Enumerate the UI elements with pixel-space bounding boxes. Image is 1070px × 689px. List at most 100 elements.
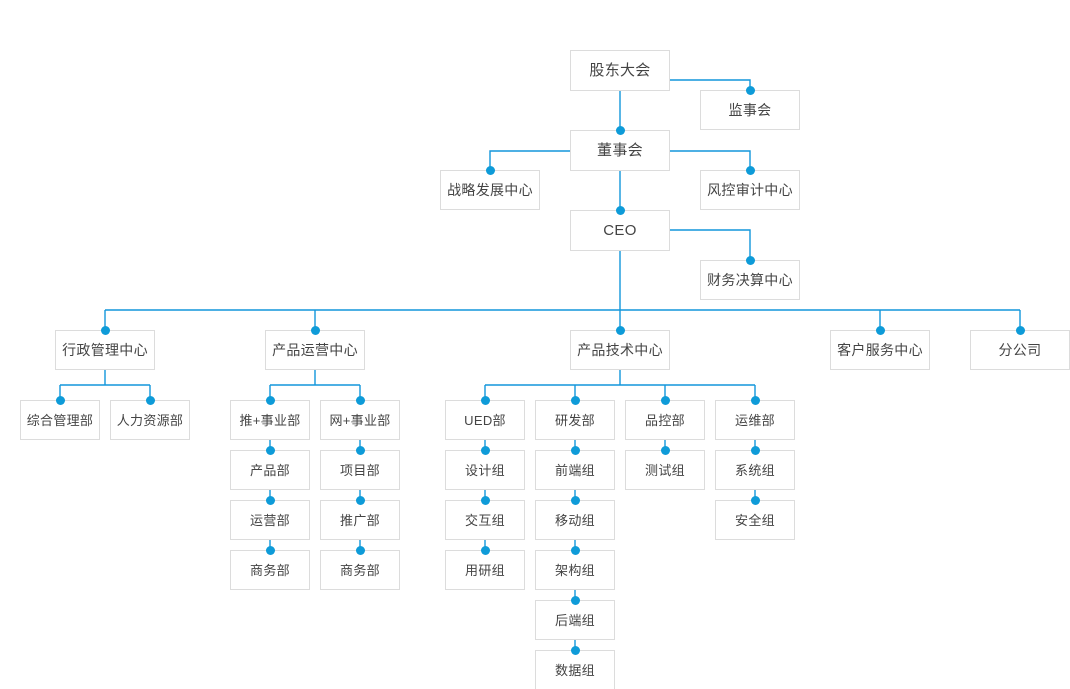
org-node-rd-1[interactable]: 研发部 — [535, 400, 615, 440]
node-connector-dot-board — [615, 125, 625, 135]
org-node-finance[interactable]: 财务决算中心 — [700, 260, 800, 300]
org-node-ceo[interactable]: CEO — [570, 210, 670, 251]
org-node-ops2-1[interactable]: 运维部 — [715, 400, 795, 440]
org-node-ops-b4[interactable]: 商务部 — [320, 550, 400, 590]
org-node-label: 设计组 — [465, 462, 505, 478]
node-connector-dot-riskaudit — [745, 165, 755, 175]
connector-board-to-strategy — [489, 150, 570, 170]
org-node-qa-2[interactable]: 测试组 — [625, 450, 705, 490]
org-node-ued-1[interactable]: UED部 — [445, 400, 525, 440]
org-node-board[interactable]: 董事会 — [570, 130, 670, 171]
org-node-rd-4[interactable]: 架构组 — [535, 550, 615, 590]
org-node-rd-6[interactable]: 数据组 — [535, 650, 615, 689]
org-node-label: 财务决算中心 — [707, 272, 793, 288]
connector-ceo-to-finance — [670, 229, 751, 260]
node-connector-dot-branch — [1015, 325, 1025, 335]
org-node-ued-4[interactable]: 用研组 — [445, 550, 525, 590]
node-connector-dot-ued-1 — [480, 395, 490, 405]
org-node-admin-1[interactable]: 综合管理部 — [20, 400, 100, 440]
org-node-strategy[interactable]: 战略发展中心 — [440, 170, 540, 210]
org-node-ops-b3[interactable]: 推广部 — [320, 500, 400, 540]
org-node-label: 项目部 — [340, 462, 380, 478]
node-connector-dot-qa-1 — [660, 395, 670, 405]
node-connector-dot-ops-b2 — [355, 445, 365, 455]
org-node-supervisory[interactable]: 监事会 — [700, 90, 800, 130]
connector-admin-to-admin-kids — [59, 370, 151, 400]
org-node-label: 后端组 — [555, 612, 595, 628]
node-connector-dot-ops-a4 — [265, 545, 275, 555]
org-node-label: 产品技术中心 — [577, 342, 663, 358]
node-connector-dot-ops2-1 — [750, 395, 760, 405]
node-connector-dot-admin — [100, 325, 110, 335]
org-node-rd-2[interactable]: 前端组 — [535, 450, 615, 490]
org-node-ops2-3[interactable]: 安全组 — [715, 500, 795, 540]
node-connector-dot-ops-b1 — [355, 395, 365, 405]
node-connector-dot-rd-6 — [570, 645, 580, 655]
node-connector-dot-ops-b4 — [355, 545, 365, 555]
org-node-qa-1[interactable]: 品控部 — [625, 400, 705, 440]
org-node-rd-3[interactable]: 移动组 — [535, 500, 615, 540]
node-connector-dot-custserv — [875, 325, 885, 335]
org-node-label: 分公司 — [998, 342, 1042, 358]
org-node-label: 推+事业部 — [239, 412, 301, 428]
node-connector-dot-supervisory — [745, 85, 755, 95]
org-node-label: 股东大会 — [589, 62, 651, 79]
org-node-ops-a1[interactable]: 推+事业部 — [230, 400, 310, 440]
node-connector-dot-rd-3 — [570, 495, 580, 505]
org-node-label: 战略发展中心 — [447, 182, 533, 198]
org-node-label: 用研组 — [465, 562, 505, 578]
node-connector-dot-rd-2 — [570, 445, 580, 455]
connector-prodops-to-ops-kids — [269, 370, 361, 400]
node-connector-dot-ops-a3 — [265, 495, 275, 505]
node-connector-dot-ops-a1 — [265, 395, 275, 405]
org-node-label: 综合管理部 — [26, 412, 94, 428]
org-node-label: 商务部 — [340, 562, 380, 578]
node-connector-dot-ued-2 — [480, 445, 490, 455]
node-connector-dot-ops-a2 — [265, 445, 275, 455]
node-connector-dot-admin-1 — [55, 395, 65, 405]
org-node-branch[interactable]: 分公司 — [970, 330, 1070, 370]
org-node-ops-a3[interactable]: 运营部 — [230, 500, 310, 540]
org-node-label: 交互组 — [465, 512, 505, 528]
org-node-ops-a4[interactable]: 商务部 — [230, 550, 310, 590]
org-node-label: 风控审计中心 — [707, 182, 793, 198]
node-connector-dot-ceo — [615, 205, 625, 215]
org-node-label: 移动组 — [555, 512, 595, 528]
org-node-label: UED部 — [464, 412, 506, 428]
org-node-label: 人力资源部 — [116, 412, 184, 428]
org-node-label: 品控部 — [645, 412, 685, 428]
node-connector-dot-prodtech — [615, 325, 625, 335]
org-node-ued-3[interactable]: 交互组 — [445, 500, 525, 540]
node-connector-dot-finance — [745, 255, 755, 265]
org-node-prodops[interactable]: 产品运营中心 — [265, 330, 365, 370]
org-node-ops-a2[interactable]: 产品部 — [230, 450, 310, 490]
org-node-label: 运营部 — [250, 512, 290, 528]
connector-shareholders-to-supervisory — [670, 79, 751, 90]
node-connector-dot-ops2-3 — [750, 495, 760, 505]
org-node-ops2-2[interactable]: 系统组 — [715, 450, 795, 490]
org-node-riskaudit[interactable]: 风控审计中心 — [700, 170, 800, 210]
org-node-ops-b2[interactable]: 项目部 — [320, 450, 400, 490]
connector-board-to-riskaudit — [670, 150, 751, 170]
node-connector-dot-ops-b3 — [355, 495, 365, 505]
org-node-label: 商务部 — [250, 562, 290, 578]
node-connector-dot-rd-5 — [570, 595, 580, 605]
org-node-label: 推广部 — [340, 512, 380, 528]
node-connector-dot-qa-2 — [660, 445, 670, 455]
org-node-label: 系统组 — [735, 462, 775, 478]
node-connector-dot-prodops — [310, 325, 320, 335]
org-node-admin[interactable]: 行政管理中心 — [55, 330, 155, 370]
node-connector-dot-ued-4 — [480, 545, 490, 555]
org-node-label: 行政管理中心 — [62, 342, 148, 358]
org-node-custserv[interactable]: 客户服务中心 — [830, 330, 930, 370]
org-node-label: 网+事业部 — [329, 412, 391, 428]
org-node-ued-2[interactable]: 设计组 — [445, 450, 525, 490]
org-node-rd-5[interactable]: 后端组 — [535, 600, 615, 640]
org-node-shareholders[interactable]: 股东大会 — [570, 50, 670, 91]
org-node-label: CEO — [603, 222, 637, 239]
org-node-label: 产品部 — [250, 462, 290, 478]
org-node-admin-2[interactable]: 人力资源部 — [110, 400, 190, 440]
org-node-prodtech[interactable]: 产品技术中心 — [570, 330, 670, 370]
org-node-ops-b1[interactable]: 网+事业部 — [320, 400, 400, 440]
